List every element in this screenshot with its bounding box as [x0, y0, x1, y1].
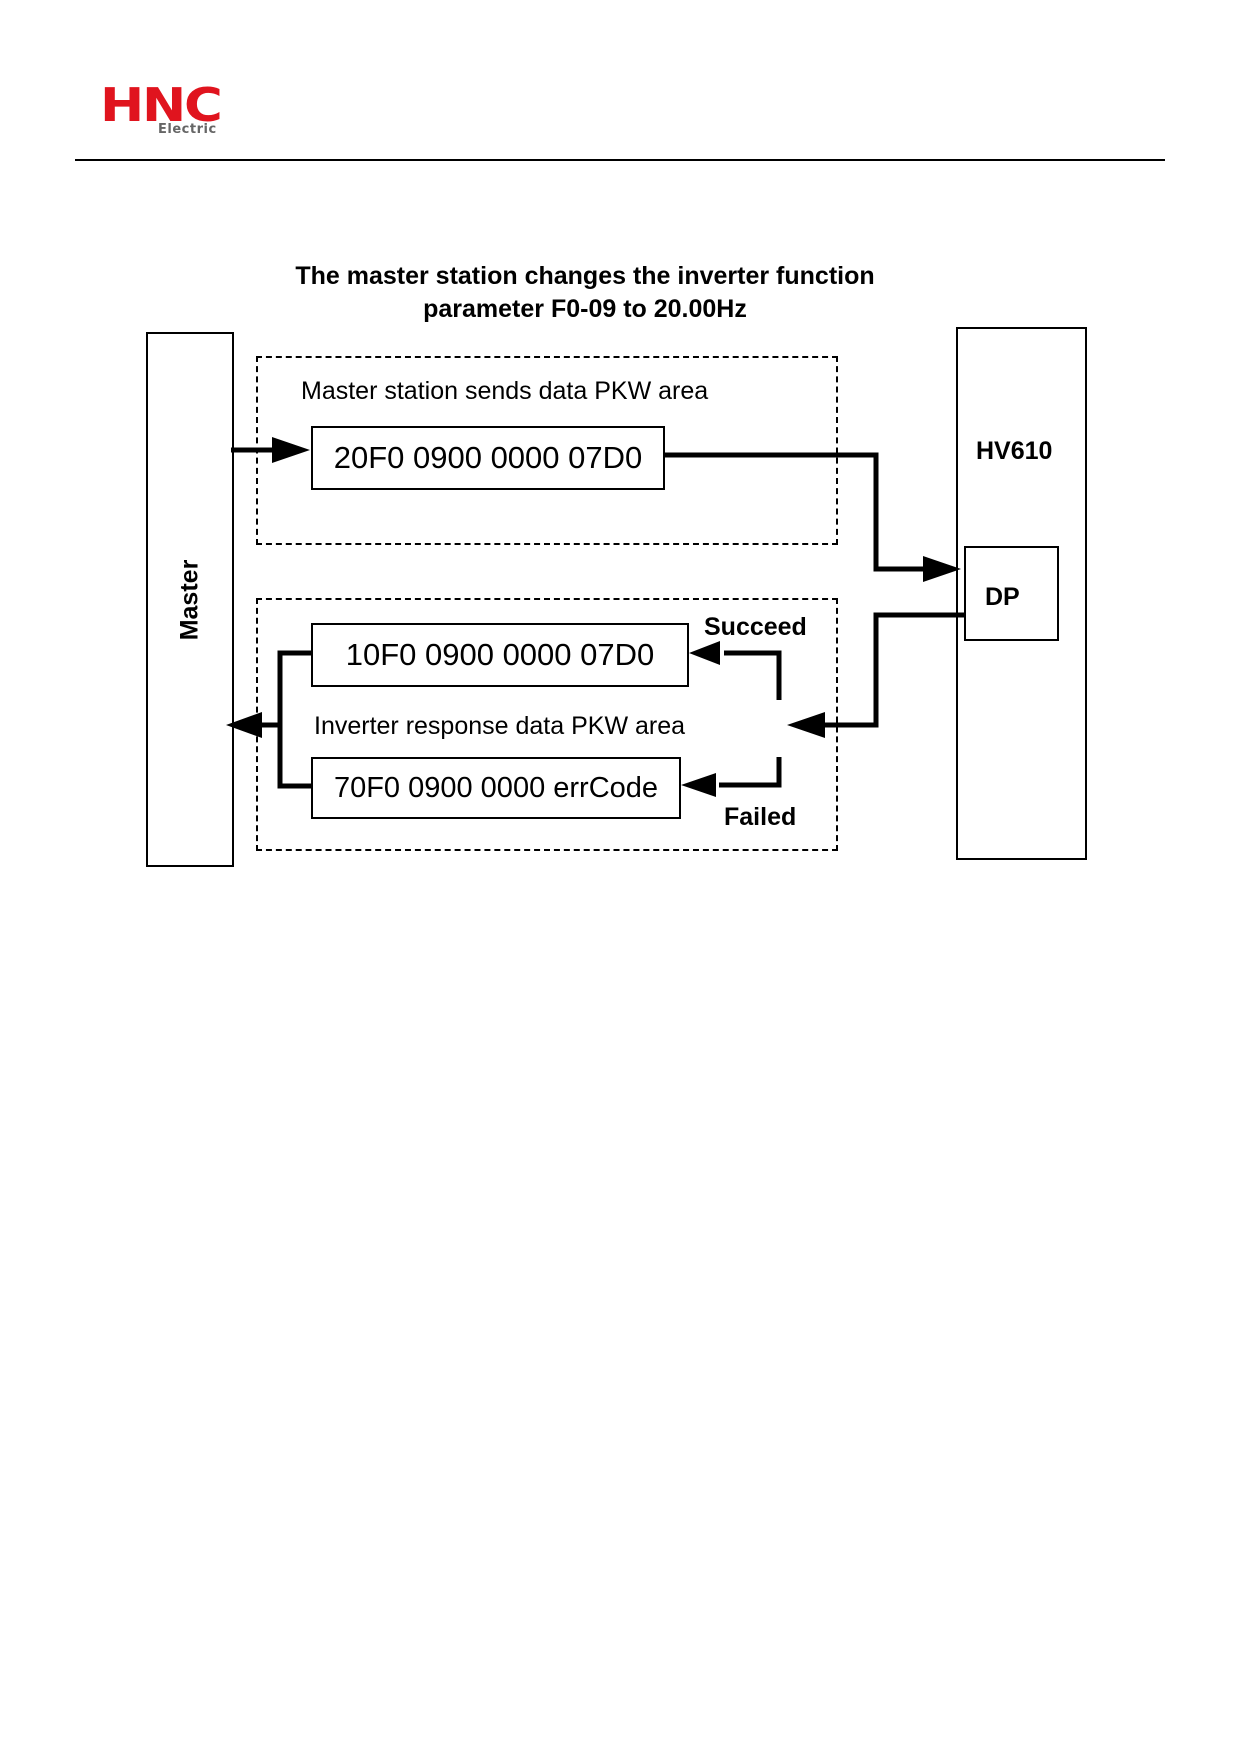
arrow-into-send-code [272, 437, 310, 463]
failed-branch-line [719, 757, 782, 788]
failed-label: Failed [724, 803, 797, 831]
header-divider [75, 159, 1165, 161]
hv610-label: HV610 [976, 437, 1053, 465]
send-code-box: 20F0 0900 0000 07D0 [311, 426, 665, 490]
success-code-box: 10F0 0900 0000 07D0 [311, 623, 689, 687]
arrow-into-dp [923, 556, 961, 582]
succeed-label: Succeed [704, 613, 807, 641]
diagram-title: The master station changes the inverter … [230, 260, 940, 326]
arrow-into-master [226, 712, 262, 738]
response-merge-line [277, 650, 311, 789]
arrow-into-success-code [689, 641, 720, 665]
logo-subtext: Electric [158, 122, 217, 137]
fail-code-box: 70F0 0900 0000 errCode [311, 757, 681, 819]
hnc-logo: HNC Electric [100, 82, 240, 142]
send-to-dp-line [665, 452, 926, 572]
master-block: Master [146, 332, 234, 867]
succeed-branch-line [724, 650, 782, 700]
title-line-1: The master station changes the inverter … [295, 262, 875, 290]
dp-to-response-line [820, 612, 964, 728]
title-line-2: parameter F0-09 to 20.00Hz [423, 295, 747, 323]
arrow-into-fail-code [681, 773, 716, 797]
response-area-label: Inverter response data PKW area [314, 712, 686, 740]
logo-text: HNC [100, 78, 223, 132]
send-area-label: Master station sends data PKW area [301, 377, 709, 405]
dp-label: DP [985, 583, 1020, 611]
arrow-into-response-area [787, 712, 825, 738]
dp-block: DP [964, 546, 1059, 641]
